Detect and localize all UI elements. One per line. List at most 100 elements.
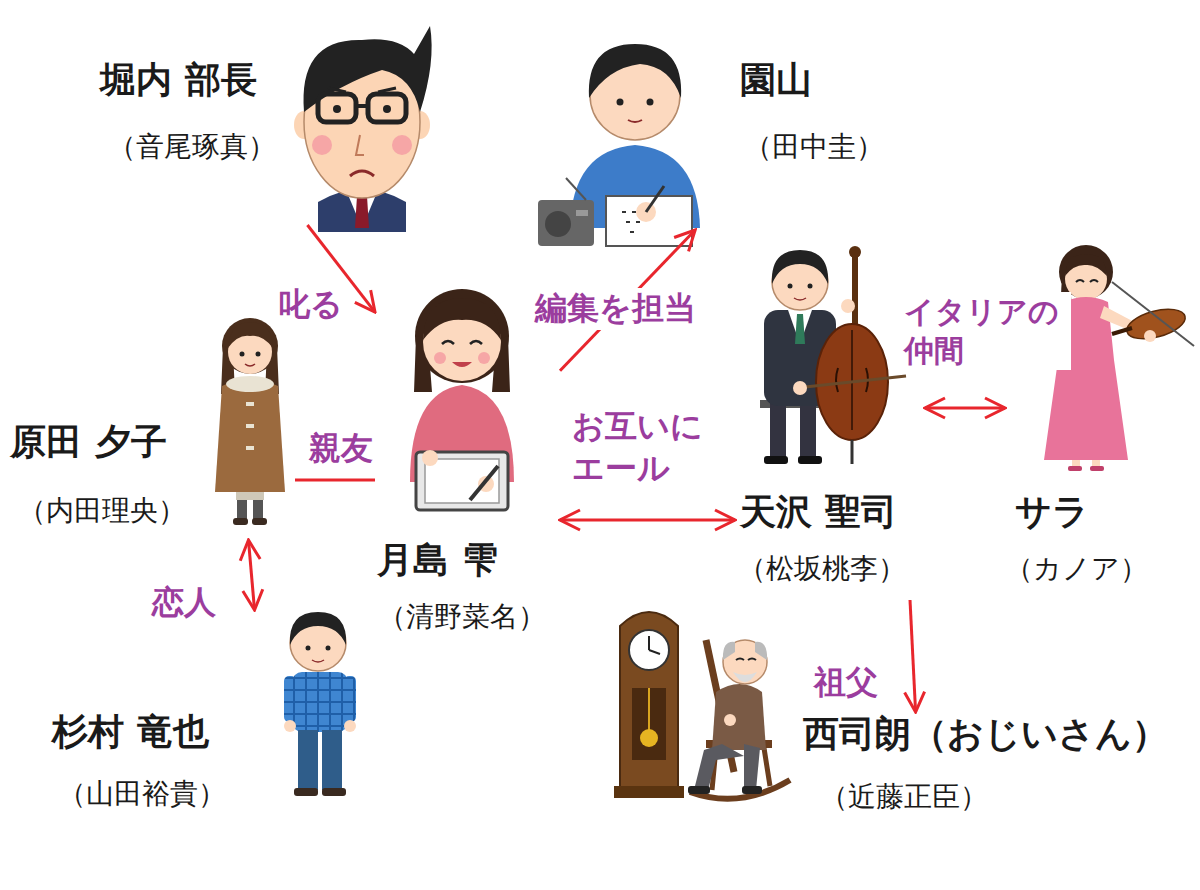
relation-label: 叱る <box>276 284 345 326</box>
heroine-figure-part <box>452 362 472 367</box>
grandfather-figure-part <box>620 612 678 790</box>
editor-figure-part <box>566 178 586 200</box>
boyfriend-figure-part <box>284 720 296 732</box>
boyfriend-figure-part <box>294 788 318 796</box>
cellist-figure-part <box>794 298 806 300</box>
friend-figure-part <box>215 379 285 492</box>
boss-figure-part <box>333 105 341 113</box>
actor-name: （カノア） <box>1005 552 1148 586</box>
grandfather-figure-part <box>723 642 767 660</box>
boyfriend-figure-part <box>326 646 331 651</box>
actor-name: （音尾琢真） <box>108 130 276 164</box>
boyfriend-figure-part <box>298 730 318 790</box>
relation-label: 祖父 <box>812 662 880 704</box>
friend-figure-part <box>252 518 267 525</box>
character-name: 堀内 部長 <box>100 58 257 101</box>
cellist-figure-part <box>851 440 854 464</box>
editor-figure <box>538 44 700 246</box>
editor-figure-part <box>647 99 654 106</box>
friend-figure-part <box>246 446 254 450</box>
cellist-figure-part <box>795 314 805 344</box>
heroine-figure-part <box>425 459 499 503</box>
cellist-figure-part <box>788 284 793 289</box>
editor-figure-part <box>646 186 664 212</box>
grandfather-figure-part <box>733 672 757 682</box>
boyfriend-figure-part <box>306 646 311 651</box>
relation-label: イタリアの 仲間 <box>902 292 1071 370</box>
relation-connector <box>925 407 1005 410</box>
character-group: 杉村 竜也（山田裕貴） <box>45 610 355 825</box>
friend-figure-part <box>233 518 248 525</box>
cellist-figure-part <box>851 330 853 430</box>
heroine-figure-part <box>470 466 498 500</box>
character-name: 月島 雫 <box>377 538 498 581</box>
boyfriend-figure-part <box>344 676 356 722</box>
boss-figure-part <box>356 104 368 108</box>
boyfriend-figure-part <box>344 720 356 732</box>
grandfather-figure-part <box>688 786 710 794</box>
editor-figure-part <box>576 210 588 216</box>
character-group: 西司朗（おじいさん）（近藤正臣） <box>800 712 1195 825</box>
editor-figure-part <box>617 99 624 106</box>
heroine-figure-part <box>478 352 490 364</box>
character-group: 天沢 聖司（松坂桃李） <box>735 245 925 600</box>
grandfather-figure-part <box>723 640 767 684</box>
relation-label: 恋人 <box>150 582 218 624</box>
character-name: 西司朗（おじいさん） <box>803 712 1168 755</box>
boss-figure-part <box>318 94 356 122</box>
actor-name: （松坂桃李） <box>738 552 906 586</box>
character-name: 園山 <box>740 58 812 101</box>
relation-label: 編集を担当 <box>533 288 698 330</box>
boss-figure-part <box>312 135 332 155</box>
friend-figure-part <box>246 424 254 428</box>
boss-figure-part <box>356 135 364 155</box>
heroine-figure-part <box>423 298 501 340</box>
character-group: 園山 （田中圭） <box>535 30 890 230</box>
character-name: サラ <box>1015 490 1089 533</box>
violinist-figure-part <box>1112 328 1132 334</box>
friend-figure-part <box>253 500 263 520</box>
relation-label: 親友 <box>307 428 375 470</box>
grandfather-figure-part <box>724 714 736 726</box>
grandfather-figure <box>614 612 790 799</box>
actor-name: （清野菜名） <box>378 600 546 634</box>
heroine-figure <box>410 289 514 510</box>
boss-figure-part <box>383 105 391 113</box>
grandfather-figure-part <box>736 659 756 661</box>
friend-figure-part <box>236 492 264 500</box>
actor-name: （田中圭） <box>744 130 884 164</box>
editor-figure-part <box>538 200 594 246</box>
boss-figure-part <box>350 171 374 176</box>
friend-figure-part <box>246 402 254 406</box>
grandfather-figure-part <box>742 786 762 794</box>
cellist-figure-part <box>788 310 812 344</box>
relation-connector <box>910 600 916 712</box>
grandfather-figure-part <box>712 684 766 750</box>
boyfriend-figure-part <box>322 730 342 790</box>
actor-name: （内田理央） <box>18 494 186 528</box>
relation-connector <box>560 519 735 522</box>
friend-figure-part <box>240 352 245 357</box>
editor-figure-part <box>545 211 571 237</box>
cellist-figure-part <box>808 284 813 289</box>
friend-figure <box>215 318 285 525</box>
cellist-figure-part <box>764 456 788 464</box>
grandfather-figure-part <box>648 688 650 734</box>
violinist-figure-part <box>1124 304 1189 345</box>
cellist-figure <box>760 246 906 464</box>
character-name: 杉村 竜也 <box>52 710 209 753</box>
boss-figure-part <box>355 196 369 228</box>
friend-figure-part <box>226 376 274 392</box>
boyfriend-figure-part <box>322 788 346 796</box>
cellist-figure-part <box>841 299 855 313</box>
boss-figure <box>294 26 432 232</box>
violinist-figure-part <box>1112 282 1194 346</box>
boyfriend-figure-part <box>284 676 296 722</box>
grandfather-figure-part <box>629 630 669 670</box>
cellist-figure-part <box>798 456 822 464</box>
heroine-figure-part <box>422 450 438 466</box>
violinist-figure-part <box>1068 466 1082 471</box>
boss-figure-part <box>392 135 412 155</box>
